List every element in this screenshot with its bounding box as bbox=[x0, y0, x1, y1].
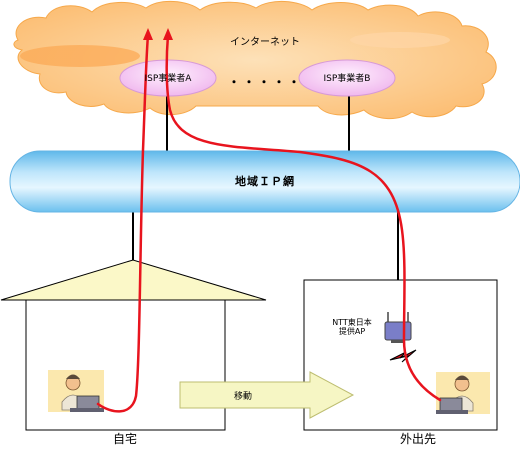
access-point-label: NTT東日本 提供AP bbox=[326, 318, 378, 336]
isp-b-label: ISP事業者B bbox=[323, 74, 371, 84]
isp-node-b bbox=[298, 59, 396, 97]
home-label: 自宅 bbox=[112, 432, 137, 446]
ellipsis-label: ・・・・・ bbox=[228, 75, 304, 89]
isp-a-label: ISP事業者A bbox=[144, 74, 192, 84]
route-paths bbox=[96, 33, 442, 413]
access-point-label-line1: NTT東日本 bbox=[332, 318, 372, 327]
outside-route-arrowhead bbox=[163, 28, 173, 40]
home-house bbox=[0, 259, 267, 431]
internet-cloud bbox=[13, 1, 497, 119]
home-route-path bbox=[96, 33, 150, 413]
access-point-label-line2: 提供AP bbox=[338, 327, 366, 336]
home-route-arrowhead bbox=[143, 28, 153, 40]
person-at-laptop-home-icon bbox=[48, 370, 104, 412]
move-label: 移動 bbox=[233, 392, 252, 402]
person-at-laptop-outside-icon bbox=[436, 372, 490, 414]
outside-label: 外出先 bbox=[399, 432, 436, 446]
move-arrow bbox=[179, 371, 355, 419]
outside-route-path bbox=[165, 33, 442, 402]
internet-label: インターネット bbox=[230, 37, 300, 48]
regional-network-label: 地域ＩＰ網 bbox=[235, 175, 295, 188]
